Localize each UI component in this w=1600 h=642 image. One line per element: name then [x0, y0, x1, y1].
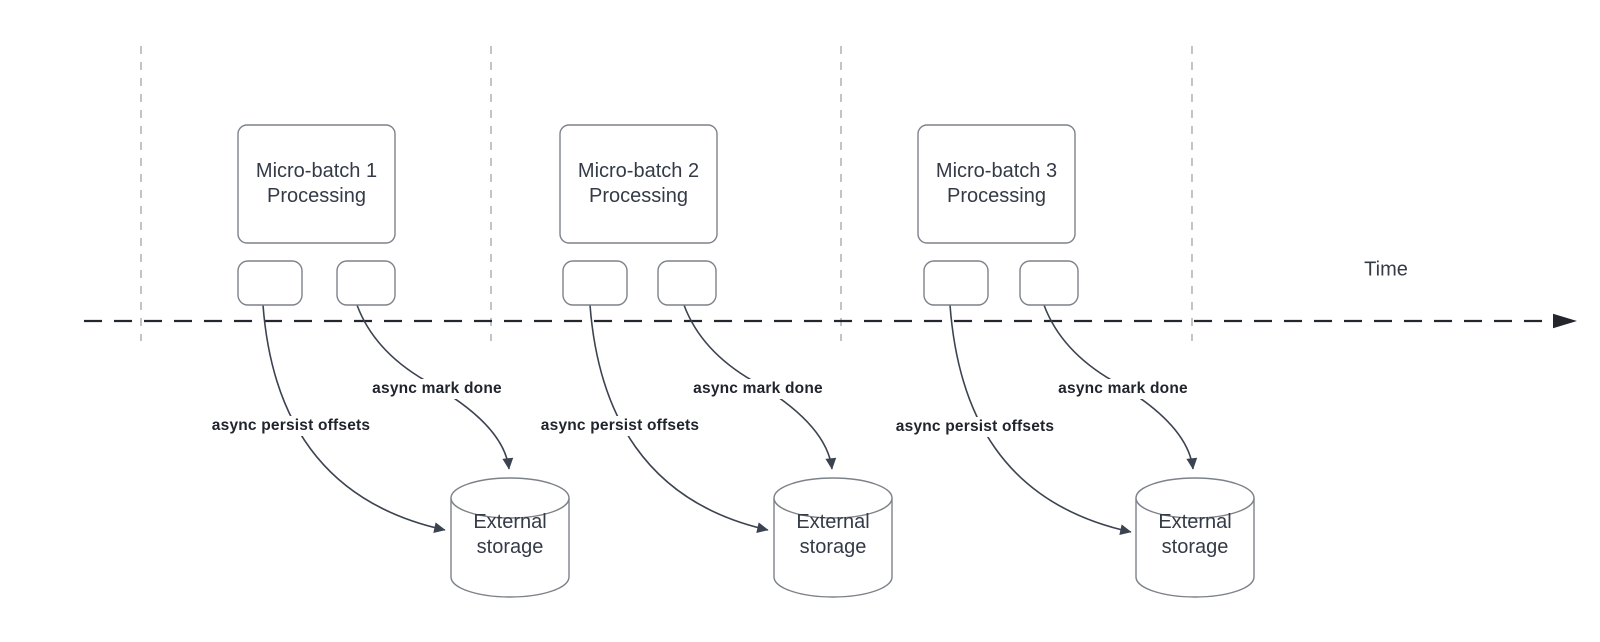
cylinder-top	[1135, 477, 1255, 519]
time-label: Time	[1364, 258, 1408, 281]
persist-offsets-label: async persist offsets	[207, 416, 375, 436]
external-storage-label: External storage	[1136, 496, 1254, 574]
persist-offsets-task-box	[923, 260, 989, 306]
external-storage-label-line1: External	[796, 511, 870, 533]
external-storage-label: External storage	[774, 496, 892, 574]
processing-box-label: Micro-batch 2 Processing	[560, 125, 717, 243]
external-storage-label-line2: storage	[476, 536, 544, 558]
processing-box	[237, 124, 396, 244]
external-storage-cylinder	[773, 477, 893, 598]
time-gridlines	[140, 46, 1193, 341]
processing-box-label: Micro-batch 1 Processing	[238, 125, 395, 243]
external-storage-label-line2: storage	[799, 536, 867, 558]
micro-batch-group	[559, 124, 893, 598]
external-storage-cylinder	[450, 477, 570, 598]
external-storage-label: External storage	[451, 496, 569, 574]
time-axis	[84, 313, 1577, 329]
micro-batch-group	[917, 124, 1255, 598]
persist-offsets-arrow	[589, 304, 769, 533]
persist-offsets-task-box	[562, 260, 628, 306]
external-storage-label-line1: External	[473, 511, 547, 533]
processing-box	[917, 124, 1076, 244]
cylinder-body	[450, 498, 570, 598]
processing-box-label-line2: Processing	[589, 185, 688, 207]
persist-offsets-task-box	[237, 260, 303, 306]
processing-box	[559, 124, 718, 244]
time-axis-arrowhead-icon	[1553, 313, 1577, 329]
mark-done-task-box	[657, 260, 717, 306]
micro-batch-group	[237, 124, 570, 598]
cylinder-body	[773, 498, 893, 598]
cylinder-top	[773, 477, 893, 519]
mark-done-label: async mark done	[1054, 379, 1192, 399]
persist-offsets-label: async persist offsets	[891, 417, 1059, 437]
processing-box-label: Micro-batch 3 Processing	[918, 125, 1075, 243]
mark-done-task-box	[1019, 260, 1079, 306]
mark-done-label: async mark done	[689, 379, 827, 399]
mark-done-label: async mark done	[368, 379, 506, 399]
mark-done-task-box	[336, 260, 396, 306]
cylinder-top	[450, 477, 570, 519]
external-storage-label-line2: storage	[1161, 536, 1229, 558]
persist-offsets-arrow	[949, 304, 1132, 536]
processing-box-label-line2: Processing	[947, 185, 1046, 207]
processing-box-label-line1: Micro-batch 3	[935, 160, 1058, 182]
persist-offsets-arrow	[262, 304, 446, 534]
persist-offsets-label: async persist offsets	[536, 416, 704, 436]
cylinder-body	[1135, 498, 1255, 598]
external-storage-label-line1: External	[1158, 511, 1232, 533]
processing-box-label-line1: Micro-batch 1	[255, 160, 378, 182]
processing-box-label-line2: Processing	[267, 185, 366, 207]
processing-box-label-line1: Micro-batch 2	[577, 160, 700, 182]
external-storage-cylinder	[1135, 477, 1255, 598]
